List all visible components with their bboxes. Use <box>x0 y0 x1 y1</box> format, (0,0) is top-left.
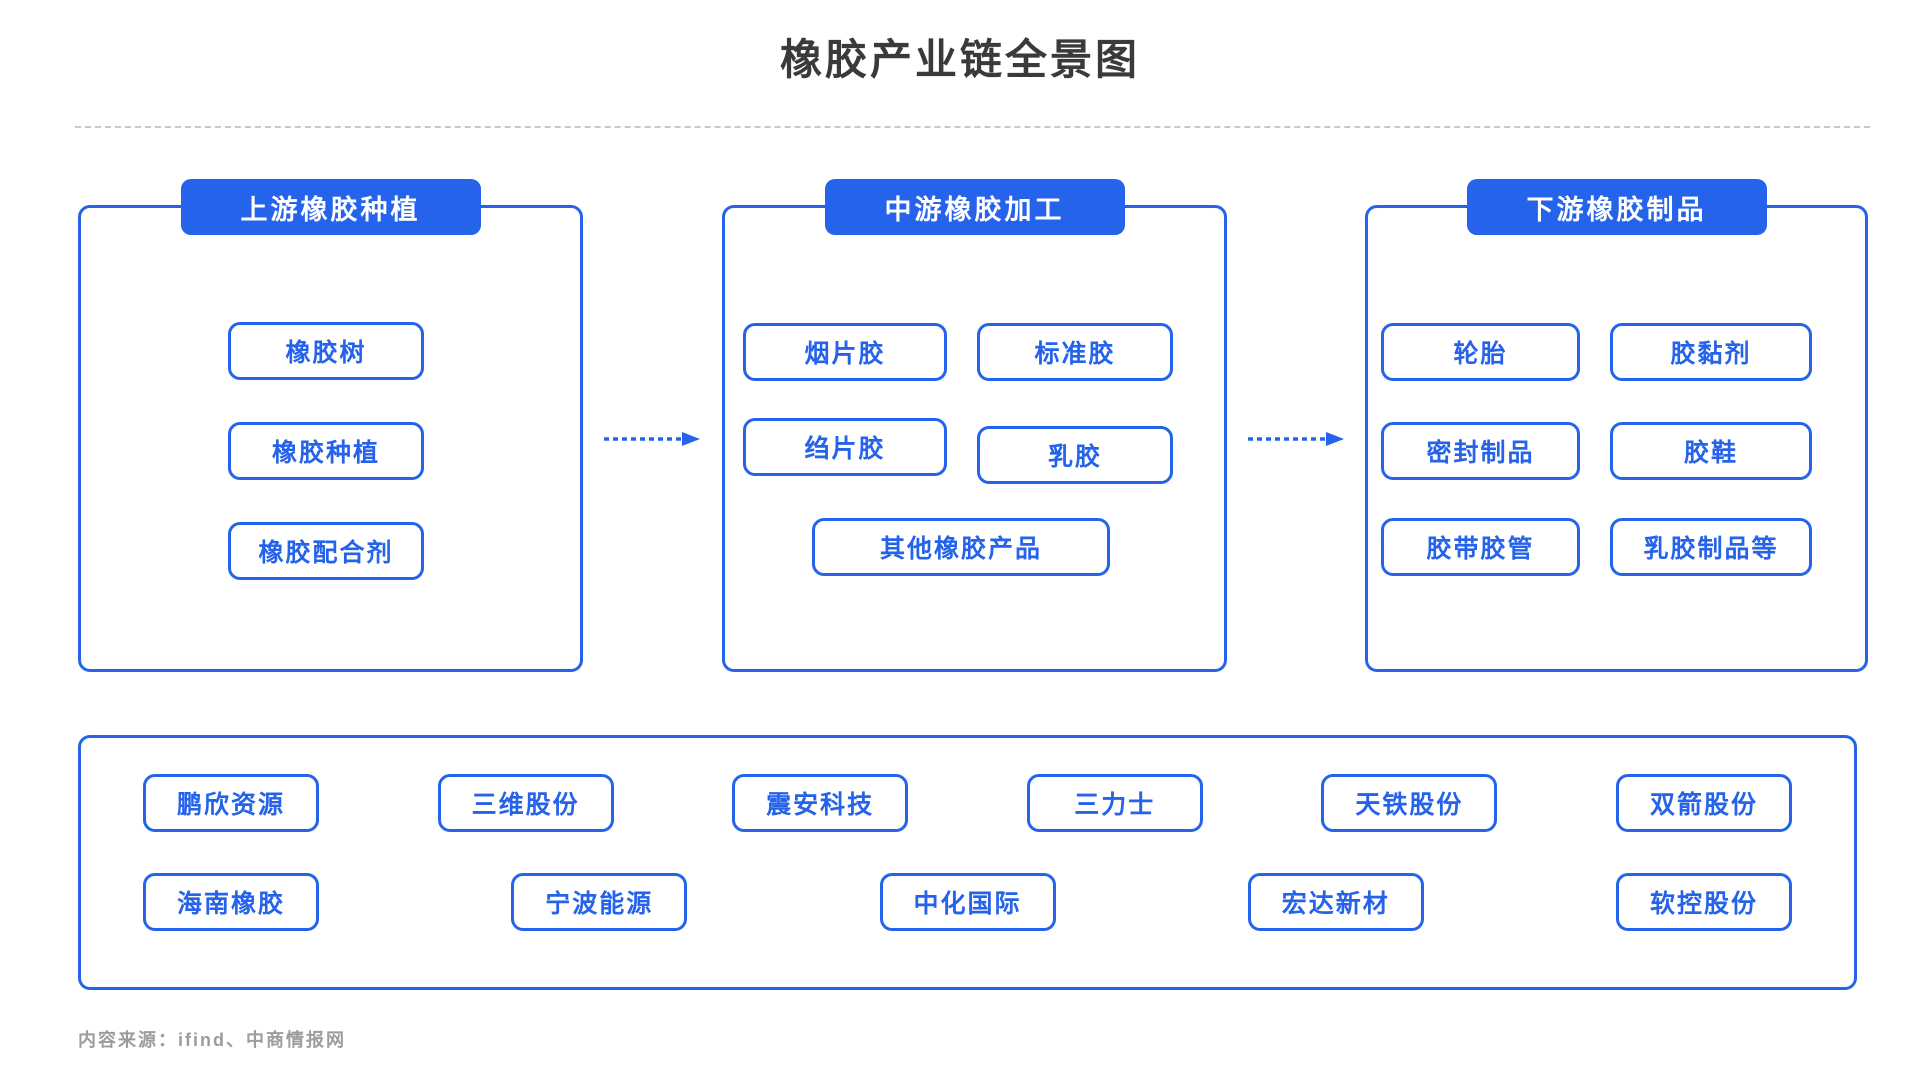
node-downstream-5: 乳胶制品等 <box>1610 518 1812 576</box>
companies-panel: 鹏欣资源 三维股份 震安科技 三力士 天铁股份 双箭股份 海南橡胶 宁波能源 中… <box>78 735 1857 990</box>
node-downstream-3: 胶鞋 <box>1610 422 1812 480</box>
node-midstream-3: 乳胶 <box>977 426 1173 484</box>
node-midstream-1: 标准胶 <box>977 323 1173 381</box>
company-node: 鹏欣资源 <box>143 774 319 832</box>
node-midstream-4: 其他橡胶产品 <box>812 518 1110 576</box>
company-node: 震安科技 <box>732 774 909 832</box>
company-node: 三力士 <box>1026 774 1203 832</box>
node-downstream-0: 轮胎 <box>1381 323 1580 381</box>
node-upstream-1: 橡胶种植 <box>228 422 424 480</box>
dashed-divider <box>75 126 1870 128</box>
node-midstream-2: 绉片胶 <box>743 418 947 476</box>
company-node: 双箭股份 <box>1615 774 1792 832</box>
stage-midstream: 中游橡胶加工 烟片胶 标准胶 绉片胶 乳胶 其他橡胶产品 <box>722 179 1227 672</box>
flow-arrow-icon <box>604 432 700 446</box>
company-node: 宏达新材 <box>1247 873 1424 931</box>
node-upstream-0: 橡胶树 <box>228 322 424 380</box>
node-downstream-4: 胶带胶管 <box>1381 518 1580 576</box>
stage-downstream: 下游橡胶制品 轮胎 胶黏剂 密封制品 胶鞋 胶带胶管 乳胶制品等 <box>1365 179 1868 672</box>
company-node: 软控股份 <box>1616 873 1792 931</box>
node-downstream-1: 胶黏剂 <box>1610 323 1812 381</box>
stage-upstream-header: 上游橡胶种植 <box>180 179 481 235</box>
node-midstream-0: 烟片胶 <box>743 323 947 381</box>
companies-row-1: 鹏欣资源 三维股份 震安科技 三力士 天铁股份 双箭股份 <box>143 774 1792 832</box>
company-node: 中化国际 <box>879 873 1056 931</box>
company-node: 三维股份 <box>437 774 614 832</box>
node-downstream-2: 密封制品 <box>1381 422 1580 480</box>
node-upstream-2: 橡胶配合剂 <box>228 522 424 580</box>
stage-upstream: 上游橡胶种植 橡胶树 橡胶种植 橡胶配合剂 <box>78 179 583 672</box>
source-note: 内容来源：ifind、中商情报网 <box>78 1030 346 1050</box>
flow-arrow-icon <box>1248 432 1344 446</box>
page-title: 橡胶产业链全景图 <box>779 36 1140 83</box>
company-node: 海南橡胶 <box>143 873 319 931</box>
companies-row-2: 海南橡胶 宁波能源 中化国际 宏达新材 软控股份 <box>143 873 1792 931</box>
company-node: 宁波能源 <box>511 873 688 931</box>
company-node: 天铁股份 <box>1321 774 1498 832</box>
stage-downstream-header: 下游橡胶制品 <box>1466 179 1767 235</box>
stage-midstream-header: 中游橡胶加工 <box>824 179 1125 235</box>
